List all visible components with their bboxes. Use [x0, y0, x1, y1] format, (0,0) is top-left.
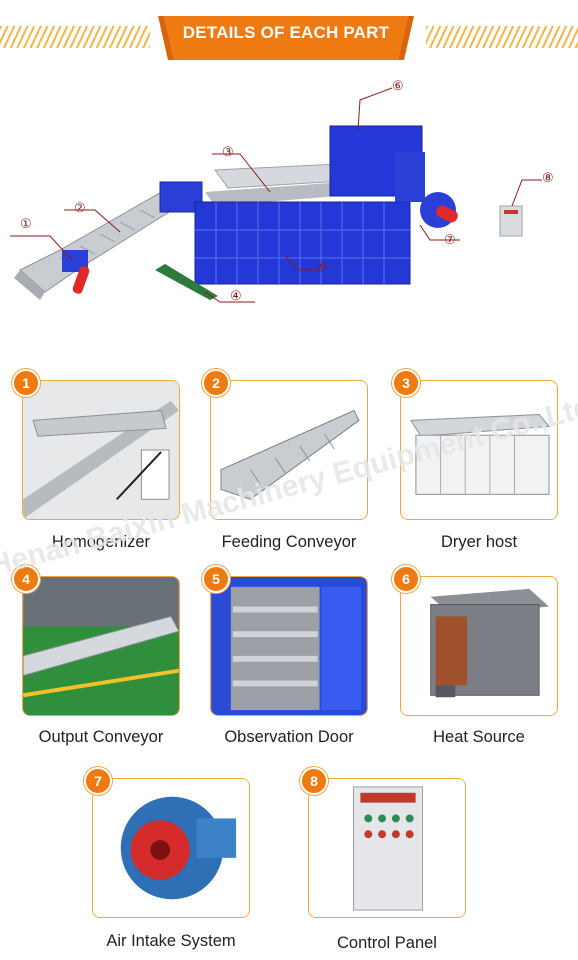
part-label-3: Dryer host [440, 533, 518, 551]
part-label-5: Observation Door [224, 728, 354, 746]
part-badge-2: 2 [202, 369, 230, 397]
callout-3: ③ [222, 144, 234, 159]
part-card-feeding-conveyor [210, 380, 368, 520]
output-conveyor-photo-icon [23, 577, 179, 715]
part-label-2: Feeding Conveyor [221, 533, 357, 551]
part-card-dryer-host [400, 380, 558, 520]
part-card-homogenizer [22, 380, 180, 520]
callout-4: ④ [230, 288, 242, 303]
callout-8: ⑧ [542, 170, 554, 185]
callout-2: ② [74, 200, 86, 215]
part-badge-4: 4 [12, 565, 40, 593]
observation-door-photo-icon [211, 577, 367, 715]
part-card-observation-door [210, 576, 368, 716]
machine-drawing [10, 87, 542, 303]
part-label-8: Control Panel [337, 934, 437, 952]
part-badge-1: 1 [12, 369, 40, 397]
page-title: DETAILS OF EACH PART [182, 23, 390, 42]
header-banner: DETAILS OF EACH PART [158, 6, 414, 60]
header-hatch-right [426, 26, 578, 48]
homogenizer-photo-icon [23, 381, 179, 519]
feeding-conveyor-photo-icon [211, 381, 367, 519]
part-label-4: Output Conveyor [38, 728, 164, 746]
header-hatch-left [0, 26, 150, 48]
part-badge-3: 3 [392, 369, 420, 397]
part-label-1: Homogenizer [51, 533, 151, 551]
banner-shape [158, 16, 414, 60]
heat-source-photo-icon [401, 577, 557, 715]
part-label-7: Air Intake System [106, 932, 236, 950]
part-card-output-conveyor [22, 576, 180, 716]
callout-1: ① [20, 216, 32, 231]
part-badge-5: 5 [202, 565, 230, 593]
part-label-6: Heat Source [433, 728, 525, 746]
fan-photo-icon [93, 779, 249, 917]
part-card-control-panel [308, 778, 466, 918]
control-panel-photo-icon [309, 779, 465, 917]
machine-overview-diagram: ① ② ③ ④ ⑤ ⑥ ⑦ ⑧ [0, 60, 578, 330]
part-badge-7: 7 [84, 767, 112, 795]
callout-6: ⑥ [392, 78, 404, 93]
callout-7: ⑦ [444, 232, 456, 247]
part-badge-8: 8 [300, 767, 328, 795]
part-badge-6: 6 [392, 565, 420, 593]
part-card-air-intake [92, 778, 250, 918]
part-card-heat-source [400, 576, 558, 716]
dryer-host-photo-icon [401, 381, 557, 519]
callout-5: ⑤ [316, 260, 328, 275]
